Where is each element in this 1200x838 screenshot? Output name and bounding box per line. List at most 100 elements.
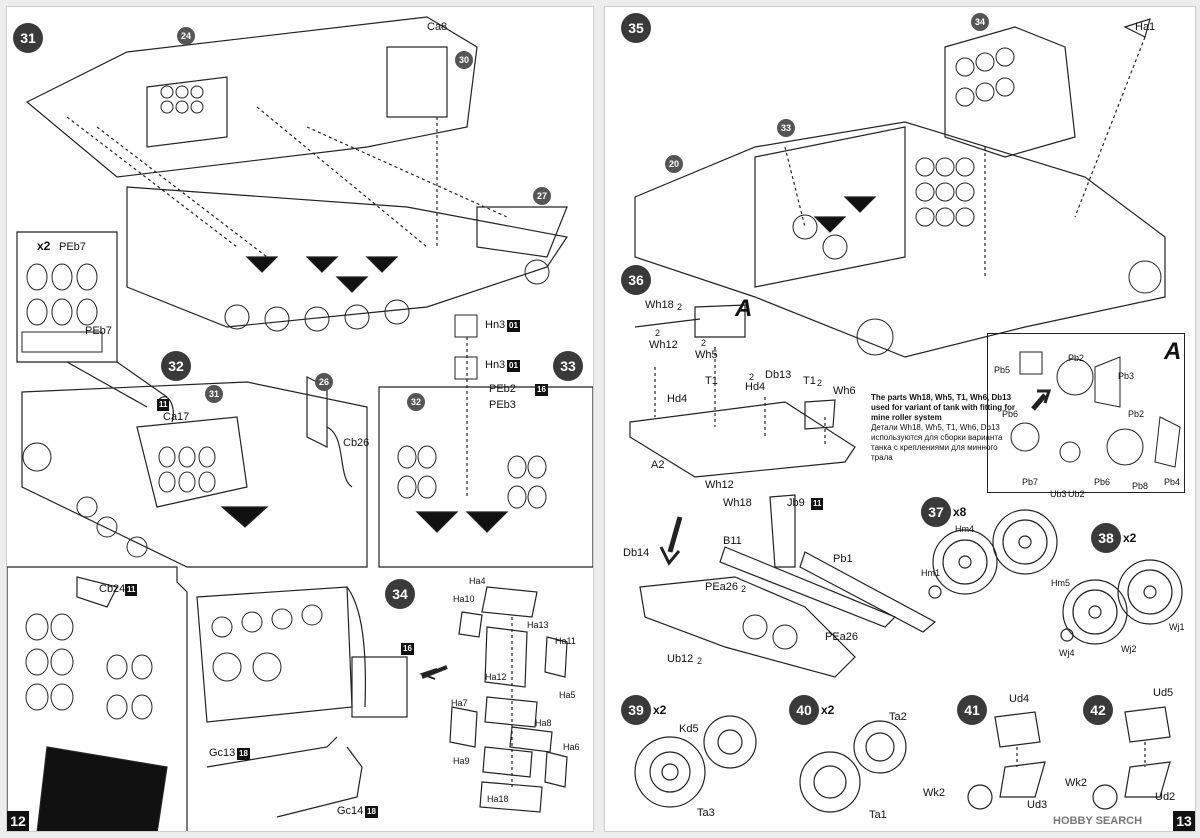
ref-34-badge: 34 [971, 13, 989, 31]
part-hn3-b: Hn3 [485, 359, 506, 371]
part-hm4: Hm4 [955, 524, 975, 534]
detail-a-marker-36: A [735, 295, 753, 322]
sprue-cb24: 11 [125, 584, 138, 596]
part-t1-x2: T1 [803, 375, 816, 387]
part-peb7-a: PEb7 [59, 241, 86, 253]
part-ha7: Ha7 [451, 698, 468, 708]
part-b11: B11 [723, 535, 742, 547]
ref-31-badge: 31 [205, 385, 223, 403]
part-ub3: Ub3 [1050, 489, 1067, 499]
part-hd4-a: Hd4 [667, 393, 688, 405]
qty-t1: 2 [817, 378, 823, 388]
part-pb8: Pb8 [1132, 481, 1149, 491]
part-pb4: Pb4 [1164, 477, 1181, 487]
part-cb24: Cb24 [99, 583, 126, 595]
qty-pea26: 2 [741, 584, 747, 594]
step-39-badge: 39 [621, 695, 651, 725]
part-a2: A2 [651, 459, 665, 471]
part-wj1: Wj1 [1169, 622, 1185, 632]
part-ha12: Ha12 [485, 672, 507, 682]
part-hm5: Hm5 [1051, 578, 1071, 588]
left-page-drawings [7, 16, 593, 831]
ref-27-badge: 27 [533, 187, 551, 205]
part-hn3-a: Hn3 [485, 319, 506, 331]
note-russian: Детали Wh18, Wh5, T1, Wh6, Db13 использу… [871, 423, 1003, 462]
part-pb7: Pb7 [1022, 477, 1039, 487]
part-wh12-a: Wh12 [649, 339, 678, 351]
part-wk2-b: Wk2 [1065, 777, 1087, 789]
step-35-badge: 35 [621, 13, 651, 43]
qty-peb7: x2 [37, 239, 51, 253]
sprue-peb2: 16 [535, 384, 548, 396]
part-ud2: Ud2 [1155, 791, 1176, 803]
left-page: 31 24 30 27 Ca8 x2 PEb7 PEb7 32 31 26 11… [6, 6, 594, 832]
part-ud5: Ud5 [1153, 687, 1174, 699]
part-ta2: Ta2 [889, 711, 907, 723]
sprue-gc13: 18 [237, 748, 250, 760]
ref-33-badge: 33 [777, 119, 795, 137]
part-wj4: Wj4 [1059, 648, 1075, 658]
note-english: The parts Wh18, Wh5, T1, Wh6, Db13 used … [871, 393, 1015, 422]
part-pb5: Pb5 [994, 365, 1011, 375]
part-ha11: Ha11 [555, 636, 576, 646]
part-gc13: Gc13 [209, 747, 236, 759]
page-number-right: 13 [1173, 811, 1195, 831]
sprue-hn3-b: 01 [507, 360, 520, 372]
qty-hd4: 2 [749, 372, 755, 382]
sprue-step34-box: 16 [401, 643, 414, 655]
part-wh18-a: Wh18 [645, 299, 674, 311]
mine-roller-note: The parts Wh18, Wh5, T1, Wh6, Db13 used … [871, 393, 1021, 463]
part-pb3: Pb3 [1118, 371, 1135, 381]
part-ca8: Ca8 [427, 21, 448, 33]
part-ta1: Ta1 [869, 809, 887, 821]
right-page-drawings [629, 18, 1183, 813]
part-pb6-b: Pb6 [1094, 477, 1111, 487]
part-ha4: Ha4 [469, 576, 486, 586]
part-wh5: Wh5 [695, 349, 718, 361]
part-ha9: Ha9 [453, 756, 470, 766]
qty-wh18: 2 [677, 302, 683, 312]
ref-32-badge: 32 [407, 393, 425, 411]
part-pb2-b: Pb2 [1128, 409, 1145, 419]
part-wj2: Wj2 [1121, 644, 1137, 654]
part-hd4-b: Hd4 [745, 381, 766, 393]
part-ha1: Ha1 [1135, 21, 1156, 33]
part-ub12: Ub12 [667, 653, 694, 665]
part-ha8: Ha8 [535, 718, 552, 728]
part-ha10: Ha10 [453, 594, 475, 604]
step-40-badge: 40 [789, 695, 819, 725]
qty-wh5: 2 [701, 338, 707, 348]
step-36-badge: 36 [621, 265, 651, 295]
part-gc14: Gc14 [337, 805, 364, 817]
part-peb3: PEb3 [489, 399, 516, 411]
sprue-gc14: 18 [365, 806, 378, 818]
part-ha5: Ha5 [559, 690, 576, 700]
part-db13: Db13 [765, 369, 792, 381]
sprue-hn3-a: 01 [507, 320, 520, 332]
part-cb26: Cb26 [343, 437, 370, 449]
detail-a-box: A Pb5 Pb2 Pb3 Pb6 Pb2 Pb7 Ub3 Ub2 Pb6 Pb… [987, 333, 1185, 499]
part-pb1: Pb1 [833, 553, 853, 565]
part-ub2: Ub2 [1068, 489, 1085, 499]
part-wh12-b: Wh12 [705, 479, 734, 491]
qty-step-37: x8 [953, 505, 967, 519]
ref-30-badge: 30 [455, 51, 473, 69]
ref-24-badge: 24 [177, 27, 195, 45]
qty-step-38: x2 [1123, 531, 1137, 545]
part-ha13: Ha13 [527, 620, 549, 630]
step-41-badge: 41 [957, 695, 987, 725]
step-31-badge: 31 [13, 23, 43, 53]
part-ha18: Ha18 [487, 794, 509, 804]
page-number-left: 12 [7, 811, 29, 831]
part-pb2-a: Pb2 [1068, 353, 1085, 363]
part-ud3: Ud3 [1027, 799, 1048, 811]
part-jb9: Jb9 [787, 497, 805, 509]
ref-20-badge: 20 [665, 155, 683, 173]
step-33-badge: 33 [553, 351, 583, 381]
sprue-ca17: 11 [157, 399, 170, 411]
step-32-badge: 32 [161, 351, 191, 381]
right-page: 35 34 33 20 Ha1 36 Wh18 2 A 2 Wh12 2 Wh5… [604, 6, 1196, 832]
qty-step-40: x2 [821, 703, 835, 717]
part-ud4: Ud4 [1009, 693, 1030, 705]
part-pea26-a: PEa26 [705, 581, 739, 593]
